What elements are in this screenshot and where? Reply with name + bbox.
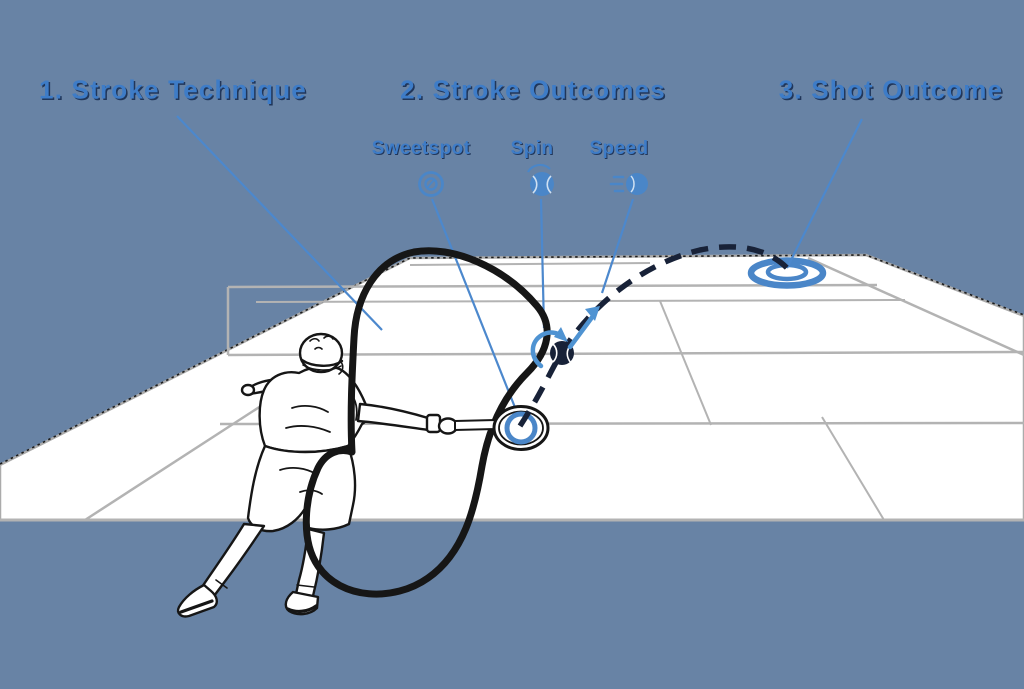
- left-shoe-sole: [179, 599, 214, 614]
- target-outer-ring: [747, 257, 827, 289]
- hair-sketch: [309, 335, 334, 350]
- headband-line: [302, 364, 342, 371]
- far-baseline: [409, 262, 651, 266]
- player-illustration: [176, 332, 459, 618]
- racket-sweetspot-ring: [504, 411, 538, 445]
- racket: [454, 405, 550, 451]
- outcome-icons: [418, 163, 648, 197]
- sweetspot-label: Sweetspot: [371, 138, 471, 159]
- speed-arrow-head: [585, 306, 600, 321]
- sweetspot-target-icon: [418, 171, 444, 197]
- headband: [300, 358, 344, 367]
- right-shoe-sole: [286, 604, 318, 613]
- right-sideline: [807, 256, 1024, 357]
- sock-line: [215, 579, 228, 589]
- right-alley-line: [821, 416, 885, 521]
- step1-title: 1. Stroke Technique: [39, 74, 307, 105]
- court-edge-stipple: [0, 254, 1024, 465]
- swing-path-loop: [302, 247, 551, 598]
- step2-title: 2. Stroke Outcomes: [400, 74, 666, 105]
- shirt-fold: [291, 405, 329, 413]
- dashed-ball-trajectory: [517, 244, 789, 428]
- step3-title: 3. Shot Outcome: [778, 74, 1004, 105]
- shirt-fold: [285, 425, 331, 433]
- wristband: [425, 413, 442, 434]
- far-service-line: [227, 350, 1024, 357]
- leader-sweetspot: [430, 198, 518, 411]
- leader-lines: [176, 115, 863, 411]
- leader-shot-outcome: [786, 118, 863, 269]
- racket-handle: [454, 418, 496, 432]
- ball-contact: [530, 306, 600, 369]
- face-profile: [338, 361, 344, 375]
- player-back-hand: [240, 383, 256, 397]
- leader-stroke-technique: [176, 115, 383, 331]
- speed-arrow: [567, 313, 596, 350]
- speed-label: Speed: [589, 138, 649, 159]
- center-service-line: [659, 300, 712, 426]
- leader-spin: [539, 198, 546, 329]
- player-head: [298, 332, 344, 374]
- sock-line: [296, 584, 315, 588]
- spin-label: Spin: [510, 138, 554, 159]
- leader-speed: [600, 198, 635, 294]
- racket-head: [492, 405, 550, 451]
- speed-ball-icon: [609, 173, 648, 195]
- spin-ball-icon: [527, 163, 554, 196]
- spin-arrow-head: [554, 327, 568, 342]
